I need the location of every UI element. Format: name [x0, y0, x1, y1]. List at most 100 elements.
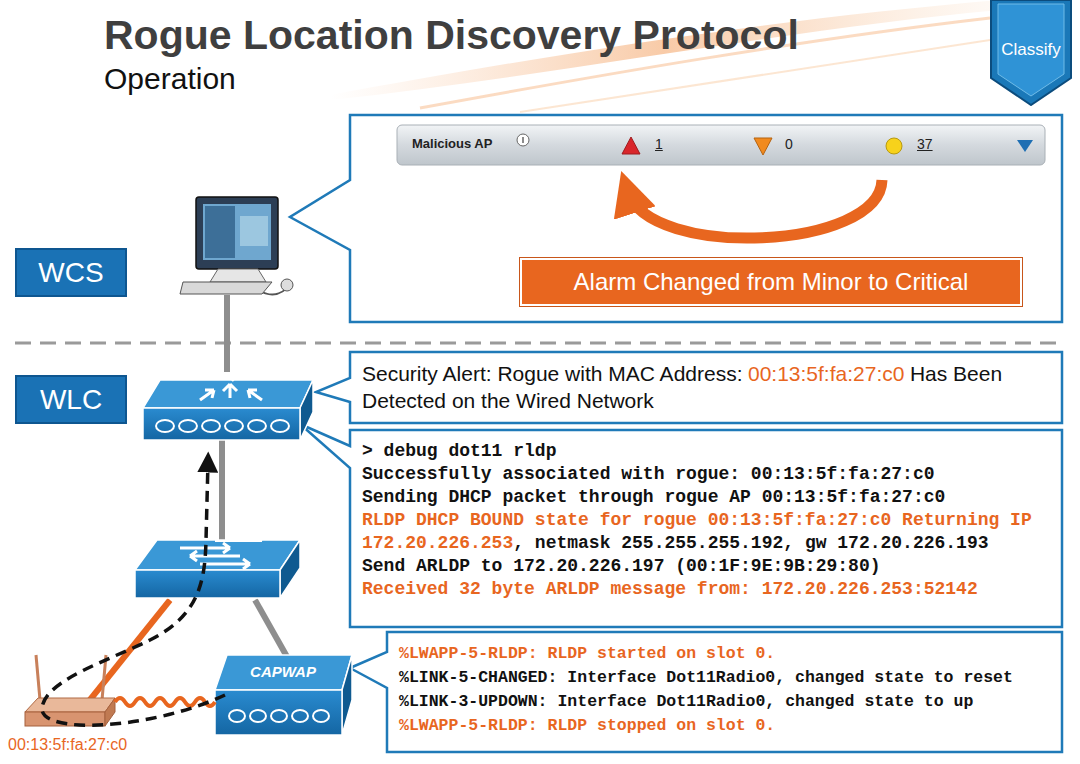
text-line: %LWAPP-5-RLDP: RLDP stopped on slot 0. [399, 714, 1050, 738]
pc-icon [210, 269, 266, 282]
node-text: 00:13:5f:fa:27:c0 [748, 362, 904, 385]
alarm-summary-bar: Malicious AP 1 0 37 [397, 125, 1045, 165]
switch-icon [135, 537, 300, 598]
wlc-icon [143, 408, 300, 440]
alarm-count: 0 [785, 136, 793, 152]
switch-icon [200, 559, 250, 569]
text-line: CAPWAP [228, 659, 338, 685]
text-line: Security Alert: Rogue with MAC Address:0… [362, 360, 1050, 414]
capwap-ap-icon [313, 710, 329, 722]
security-alert-callout: Security Alert: Rogue with MAC Address:0… [350, 352, 1062, 423]
text-line: Received 32 byte ARLDP message from: 172… [362, 578, 1050, 601]
tier-label-box: WCS [15, 248, 127, 297]
title: Rogue Location Discovery Protocol [104, 12, 799, 59]
ap-log-callout: %LWAPP-5-RLDP: RLDP started on slot 0. %L… [387, 632, 1062, 752]
wire [222, 295, 290, 662]
wlc-icon [143, 372, 313, 440]
alarm-bar [886, 138, 902, 154]
badge-shape [998, 4, 1064, 96]
callout-outline [290, 115, 1062, 752]
text-line: %LWAPP-5-RLDP: RLDP started on slot 0. [399, 642, 1050, 666]
wire [224, 295, 230, 372]
pc-icon [205, 206, 235, 258]
console-text: Received 32 byte ARLDP message from: 172… [362, 579, 978, 599]
wlc-icon [223, 384, 237, 398]
rogue-ap-icon [105, 698, 115, 726]
capwap-ap-icon [292, 710, 308, 722]
rldp-path-arrow [42, 462, 225, 725]
rogue-wire [85, 600, 170, 706]
callout-outline [300, 424, 1062, 627]
capwap-ap-icon [250, 710, 266, 722]
classify-badge: Classify [990, 0, 1072, 106]
wlc-icon [248, 420, 266, 432]
capwap-ap-icon [229, 710, 329, 722]
console-text: > debug dot11 rldp [362, 441, 556, 461]
pc-icon [180, 197, 293, 295]
capwap-ap-icon [342, 655, 352, 735]
alarm-count: 1 [655, 136, 663, 152]
ap-brand-label: CAPWAP [228, 659, 338, 685]
text-line: 00:13:5f:fa:27:c0 [8, 736, 182, 754]
wlc-icon [143, 380, 313, 408]
wire [255, 600, 290, 662]
text-line: Classify [990, 40, 1072, 60]
subtitle: Operation [104, 62, 236, 96]
rogue-ap-icon [25, 655, 115, 726]
pc-icon [281, 279, 293, 291]
rogue-ap-icon [25, 698, 115, 712]
alarm-bar [397, 125, 1045, 165]
wlc-icon [200, 390, 214, 400]
capwap-ap-icon [271, 710, 287, 722]
badge-shape [991, 0, 1071, 105]
console-text: Successfully associated with rogue: 00:1… [362, 464, 935, 484]
alarm-count: 37 [917, 136, 933, 152]
wlc-icon [232, 372, 240, 381]
alarm-change-box: Alarm Changed from Minor to Critical [520, 258, 1022, 306]
console-text: %LWAPP-5-RLDP: RLDP started on slot 0. [399, 644, 775, 663]
console-text: %LWAPP-5-RLDP: RLDP stopped on slot 0. [399, 716, 775, 735]
alarm-change-arrow [628, 180, 882, 238]
text-line: Successfully associated with rogue: 00:1… [362, 463, 1050, 486]
capwap-ap-icon [229, 710, 245, 722]
alarm-bar [1017, 140, 1033, 152]
pc-icon [180, 282, 272, 294]
panel-label: Malicious AP [412, 136, 492, 151]
text-line: Alarm Changed from Minor to Critical [522, 260, 1020, 304]
text-line: Sending DHCP packet through rogue AP 00:… [362, 486, 1050, 509]
tier-label-box: WLC [15, 375, 127, 424]
node-text: Alarm Changed from Minor to Critical [574, 268, 969, 295]
alarm-bar [522, 137, 524, 143]
capwap-ap-icon [215, 655, 352, 735]
switch-icon [215, 537, 262, 541]
text-line: %LINK-5-CHANGED: Interface Dot11Radio0, … [399, 666, 1050, 690]
console-text: %LINK-3-UPDOWN: Interface Dot11Radio0, c… [399, 692, 973, 711]
wlc-icon [179, 420, 197, 432]
wlc-icon [225, 420, 243, 432]
text-line: WLC [17, 377, 125, 422]
switch-icon [280, 540, 300, 598]
console-text: , netmask 255.255.255.192, gw 172.20.226… [513, 533, 988, 553]
node-text: 00:13:5f:fa:27:c0 [8, 736, 127, 753]
switch-icon [135, 540, 300, 570]
console-text: Sending DHCP packet through rogue AP 00:… [362, 487, 945, 507]
switch-icon [190, 551, 240, 561]
node-text: WLC [40, 384, 102, 415]
node-text: Security Alert: Rogue with MAC Address: [362, 362, 743, 385]
rogue-ap-icon [36, 655, 40, 700]
wlc-icon [300, 380, 313, 440]
wlc-icon [248, 390, 262, 400]
capwap-ap-icon [215, 655, 352, 690]
pc-icon [196, 197, 278, 269]
alarm-bar [622, 137, 640, 154]
text-line: RLDP DHCP BOUND state for rogue 00:13:5f… [362, 509, 1050, 555]
capwap-ap-icon [215, 690, 342, 735]
wire [219, 440, 225, 540]
console-text: Send ARLDP to 172.20.226.197 (00:1F:9E:9… [362, 556, 880, 576]
node-text: WCS [38, 257, 103, 288]
alarm-bar [397, 125, 1045, 165]
switch-icon [135, 570, 280, 598]
wlc-icon [202, 420, 220, 432]
rogue-access-point: 00:13:5f:fa:27:c0 [2, 652, 182, 760]
